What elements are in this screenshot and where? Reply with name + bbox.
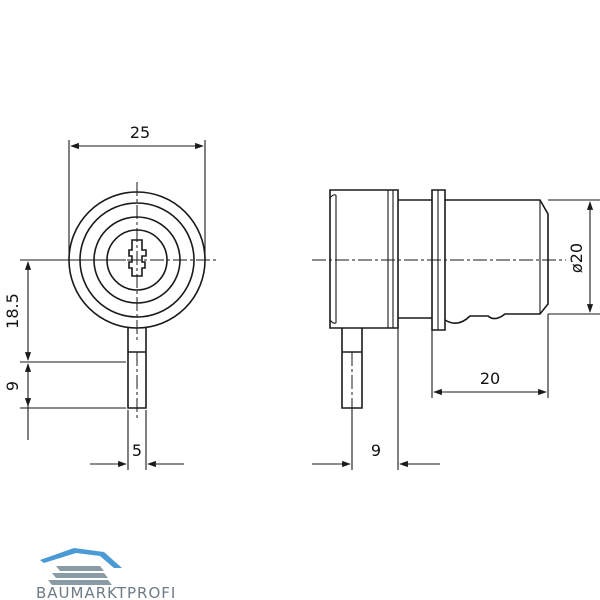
logo-bars-icon	[48, 566, 112, 585]
side-pin	[341, 328, 363, 409]
dim-diameter-label: ø20	[567, 243, 586, 273]
dim-pin-length-label: 9	[3, 381, 22, 391]
dim-side-pin-offset-label: 9	[371, 441, 381, 460]
baumarktprofi-logo: BAUMARKTPROFI	[36, 548, 176, 600]
front-pin	[127, 328, 147, 409]
logo-text: BAUMARKTPROFI	[36, 584, 176, 600]
side-body	[444, 199, 549, 324]
dim-width-label: 25	[130, 123, 150, 142]
side-washer	[431, 189, 446, 331]
dim-height-label: 18.5	[3, 293, 22, 329]
keyway	[128, 239, 147, 277]
dim-body-length-label: 20	[480, 369, 500, 388]
front-view: 25 18.5 9 5	[3, 123, 218, 470]
logo-roof-icon	[40, 548, 122, 568]
dim-pin-offset-label: 5	[132, 441, 142, 460]
side-view: ø20 20 9	[312, 189, 600, 470]
